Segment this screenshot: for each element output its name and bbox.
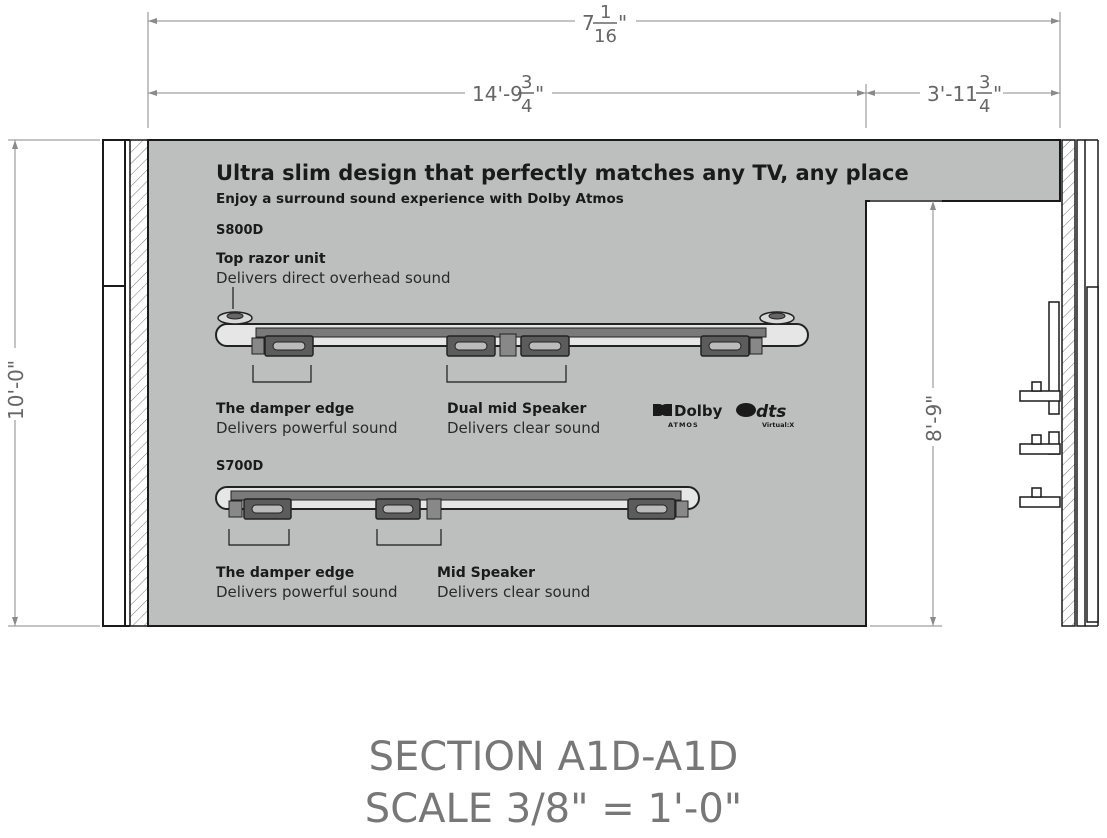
left-wall xyxy=(102,139,149,627)
left-span-den: 4 xyxy=(521,96,532,117)
s700d-mid-title: Mid Speaker xyxy=(437,565,535,581)
s800d-model-label: S800D xyxy=(216,223,263,238)
graphic-panel xyxy=(147,139,1061,627)
s800d-damper-desc: Delivers powerful sound xyxy=(216,419,398,437)
overall-width-dimension: 7 1 16 " xyxy=(147,2,1061,128)
left-span-unit: " xyxy=(535,82,544,106)
left-span-dimension: 14'-9 3 4 " xyxy=(148,72,867,128)
s700d-damper-title: The damper edge xyxy=(216,565,354,581)
opening-height-dimension: 8'-9" xyxy=(870,200,946,627)
s700d-model-label: S700D xyxy=(216,459,263,474)
s700d-soundbar xyxy=(215,486,700,520)
dts-wordmark: dts xyxy=(756,402,786,422)
dolby-sub: ATMOS xyxy=(668,421,699,429)
left-span-num: 3 xyxy=(521,72,532,93)
s800d-damper-title: The damper edge xyxy=(216,401,354,417)
right-span-dimension: 3'-11 3 4 " xyxy=(866,72,1060,117)
overall-width-whole: 7 xyxy=(582,11,595,35)
right-span-unit: " xyxy=(993,82,1002,106)
right-span-whole: 3'-11 xyxy=(927,82,978,106)
overall-width-den: 16 xyxy=(594,26,617,47)
s800d-soundbar xyxy=(215,311,809,357)
s800d-top-unit-desc: Delivers direct overhead sound xyxy=(216,269,451,287)
wall-brackets xyxy=(1019,301,1061,508)
left-span-whole: 14'-9 xyxy=(472,82,523,106)
panel-subtitle: Enjoy a surround sound experience with D… xyxy=(216,191,624,207)
right-wall xyxy=(1061,139,1099,627)
dolby-atmos-logo: Dolby ATMOS xyxy=(653,402,723,429)
overall-width-unit: " xyxy=(618,11,627,35)
section-title: SECTION A1D-A1D xyxy=(368,734,739,780)
s700d-damper-desc: Delivers powerful sound xyxy=(216,583,398,601)
right-span-den: 4 xyxy=(979,96,990,117)
s800d-top-unit-title: Top razor unit xyxy=(216,251,326,267)
overall-width-num: 1 xyxy=(600,2,611,23)
opening-height-label: 8'-9" xyxy=(922,395,946,442)
panel-title: Ultra slim design that perfectly matches… xyxy=(216,161,909,185)
right-span-num: 3 xyxy=(979,72,990,93)
dts-sub: Virtual:X xyxy=(762,421,794,429)
s700d-mid-desc: Delivers clear sound xyxy=(437,583,590,601)
dolby-wordmark: Dolby xyxy=(674,402,723,420)
s800d-mid-title: Dual mid Speaker xyxy=(447,401,586,417)
height-label: 10'-0" xyxy=(4,360,28,420)
s800d-mid-desc: Delivers clear sound xyxy=(447,419,600,437)
dts-virtualx-logo: dts Virtual:X xyxy=(736,402,794,429)
scale-label: SCALE 3/8" = 1'-0" xyxy=(364,786,743,832)
height-dimension: 10'-0" xyxy=(4,139,100,627)
